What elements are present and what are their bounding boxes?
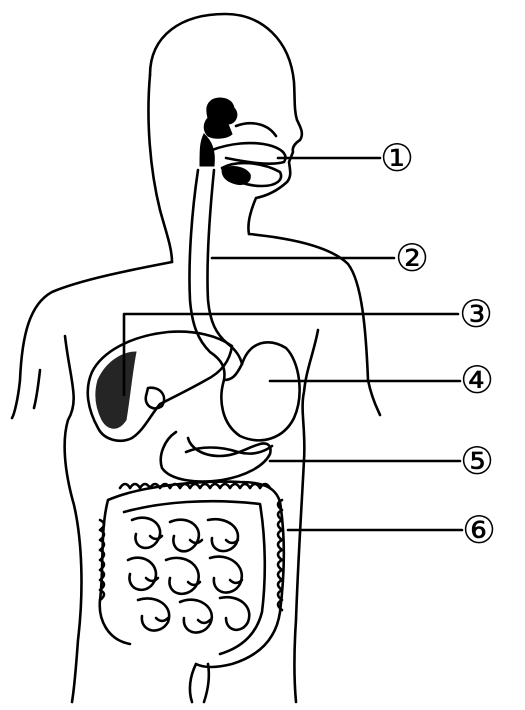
salivary-gland-dark — [222, 167, 250, 185]
label-4: ④ — [460, 358, 494, 402]
stomach — [221, 342, 299, 440]
large-intestine — [100, 482, 284, 667]
large-intestine-haustra-top — [120, 484, 270, 488]
right-arm-outline — [368, 380, 380, 415]
right-waist-outline — [295, 330, 319, 702]
label-1: ① — [380, 136, 414, 180]
neck-right-outline — [249, 234, 368, 380]
label-5: ⑤ — [460, 439, 494, 483]
pharynx-dark — [200, 134, 214, 166]
liver-shading — [96, 352, 136, 428]
salivary-duct — [236, 123, 276, 136]
esophagus-right-wall — [207, 170, 242, 364]
label-3: ③ — [459, 292, 493, 336]
small-intestine-detail — [146, 536, 242, 623]
labels: ① ② ③ ④ ⑤ ⑥ — [380, 136, 496, 552]
small-intestine — [128, 518, 249, 633]
rectum — [190, 664, 209, 702]
nasal-oral-cavity — [212, 143, 286, 164]
label-6: ⑥ — [462, 508, 496, 552]
left-waist-outline — [65, 336, 82, 702]
nasal-cavity-dark — [204, 98, 237, 138]
face-back-outline — [148, 75, 172, 262]
left-arm-inner-outline — [34, 370, 40, 408]
gallbladder — [146, 388, 164, 409]
label-2: ② — [395, 236, 429, 280]
